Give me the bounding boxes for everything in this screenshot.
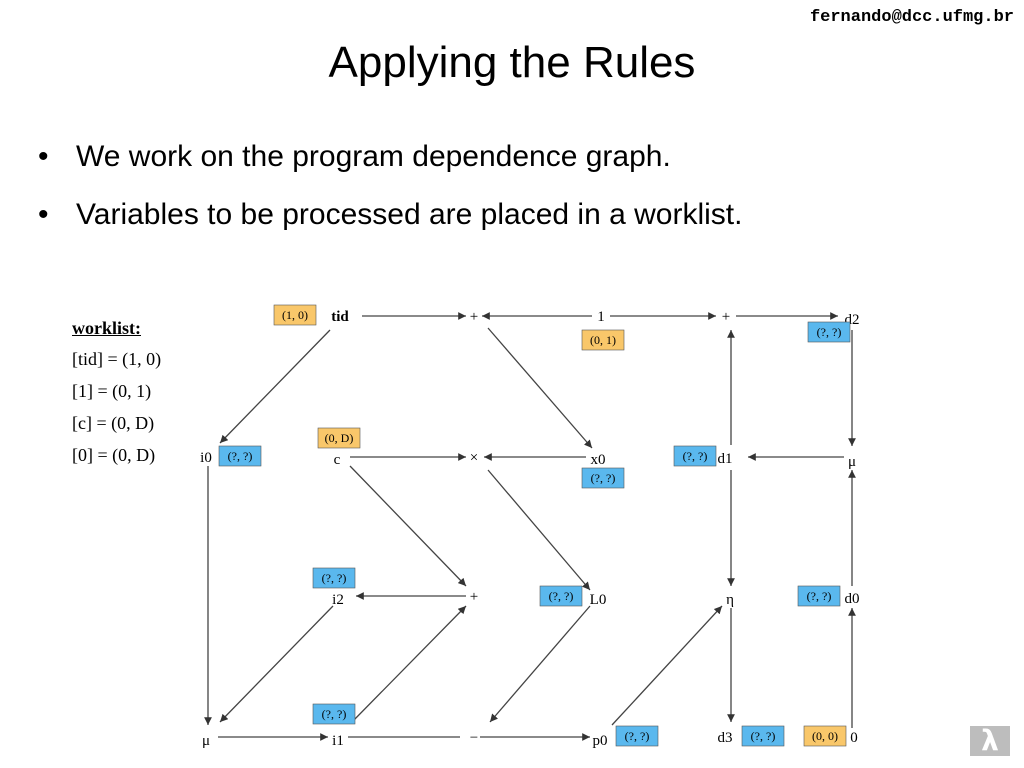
lattice-label-i2: (?, ?) — [312, 567, 356, 589]
graph-node-mu_r: μ — [848, 454, 856, 470]
lattice-label-d3: (?, ?) — [741, 725, 785, 747]
graph-node-d1: d1 — [718, 451, 733, 467]
lattice-label-d0: (?, ?) — [797, 585, 841, 607]
bullet-dot-icon: • — [38, 198, 49, 231]
graph-node-d3: d3 — [718, 730, 733, 746]
edge — [349, 465, 467, 587]
lattice-label-text: (?, ?) — [807, 589, 832, 603]
graph-node-mu_b: μ — [202, 733, 210, 749]
lattice-label-p0: (?, ?) — [615, 725, 659, 747]
lattice-label-text: (0, D) — [325, 431, 354, 445]
lattice-label-zero: (0, 0) — [803, 725, 847, 747]
lambda-logo-icon: λ — [970, 726, 1010, 756]
graph-node-plus2: + — [722, 309, 730, 325]
lattice-label-one: (0, 1) — [581, 329, 625, 351]
graph-node-d0: d0 — [845, 591, 860, 607]
bullet-dot-icon: • — [38, 140, 49, 173]
lattice-label-i0: (?, ?) — [218, 445, 262, 467]
graph-node-eta: η — [726, 592, 734, 608]
graph-node-zero: 0 — [850, 730, 858, 746]
edge — [489, 605, 591, 723]
graph-node-i1: i1 — [332, 733, 344, 749]
lattice-label-text: (?, ?) — [322, 707, 347, 721]
graph-node-p0: p0 — [593, 733, 608, 749]
graph-node-times: × — [470, 450, 478, 466]
graph-node-i0: i0 — [200, 450, 212, 466]
worklist-item: [0] = (0, D) — [72, 445, 156, 465]
lattice-label-text: (?, ?) — [549, 589, 574, 603]
bullet-list: • We work on the program dependence graph… — [38, 142, 742, 258]
bullet-text: Variables to be processed are placed in … — [76, 198, 743, 231]
lattice-label-text: (0, 1) — [590, 333, 616, 347]
edge — [219, 605, 334, 723]
lattice-label-L0: (?, ?) — [539, 585, 583, 607]
graph-node-c: c — [334, 452, 341, 468]
bullet-text: We work on the program dependence graph. — [76, 140, 671, 173]
lattice-label-text: (?, ?) — [683, 449, 708, 463]
lattice-label-d1: (?, ?) — [673, 445, 717, 467]
bullet-item: • Variables to be processed are placed in… — [38, 200, 742, 230]
graph-node-L0: L0 — [590, 592, 607, 608]
worklist-item: [tid] = (1, 0) — [72, 349, 162, 369]
lattice-label-text: (?, ?) — [817, 325, 842, 339]
lattice-label-text: (?, ?) — [625, 729, 650, 743]
author-email: fernando@dcc.ufmg.br — [809, 8, 1014, 27]
edge — [487, 327, 593, 449]
lattice-label-text: (?, ?) — [322, 571, 347, 585]
lattice-label-text: (1, 0) — [282, 308, 308, 322]
lattice-label-d2: (?, ?) — [807, 321, 851, 343]
lattice-label-c: (0, D) — [317, 427, 361, 449]
lattice-label-i1: (?, ?) — [312, 703, 356, 725]
worklist-title: worklist: — [72, 318, 141, 338]
graph-node-minus: − — [470, 730, 478, 746]
graph-node-one: 1 — [597, 309, 605, 325]
edge — [487, 469, 591, 591]
worklist: worklist: [tid] = (1, 0) [1] = (0, 1) [c… — [72, 318, 161, 475]
lattice-label-text: (?, ?) — [751, 729, 776, 743]
lattice-label-text: (?, ?) — [228, 449, 253, 463]
edge — [611, 605, 723, 726]
slide-title: Applying the Rules — [328, 38, 696, 87]
bullet-item: • We work on the program dependence graph… — [38, 142, 742, 172]
lattice-label-text: (?, ?) — [591, 471, 616, 485]
edge — [351, 605, 467, 723]
graph-node-plus1: + — [470, 309, 478, 325]
edge — [219, 329, 331, 444]
graph-node-x0: x0 — [591, 452, 606, 468]
graph-node-i2: i2 — [332, 592, 344, 608]
worklist-item: [1] = (0, 1) — [72, 381, 152, 401]
lattice-label-tid: (1, 0) — [273, 304, 317, 326]
lattice-label-text: (0, 0) — [812, 729, 838, 743]
graph-node-tid: tid — [331, 309, 349, 325]
worklist-item: [c] = (0, D) — [72, 413, 155, 433]
graph-node-plus3: + — [470, 589, 478, 605]
lattice-label-x0: (?, ?) — [581, 467, 625, 489]
